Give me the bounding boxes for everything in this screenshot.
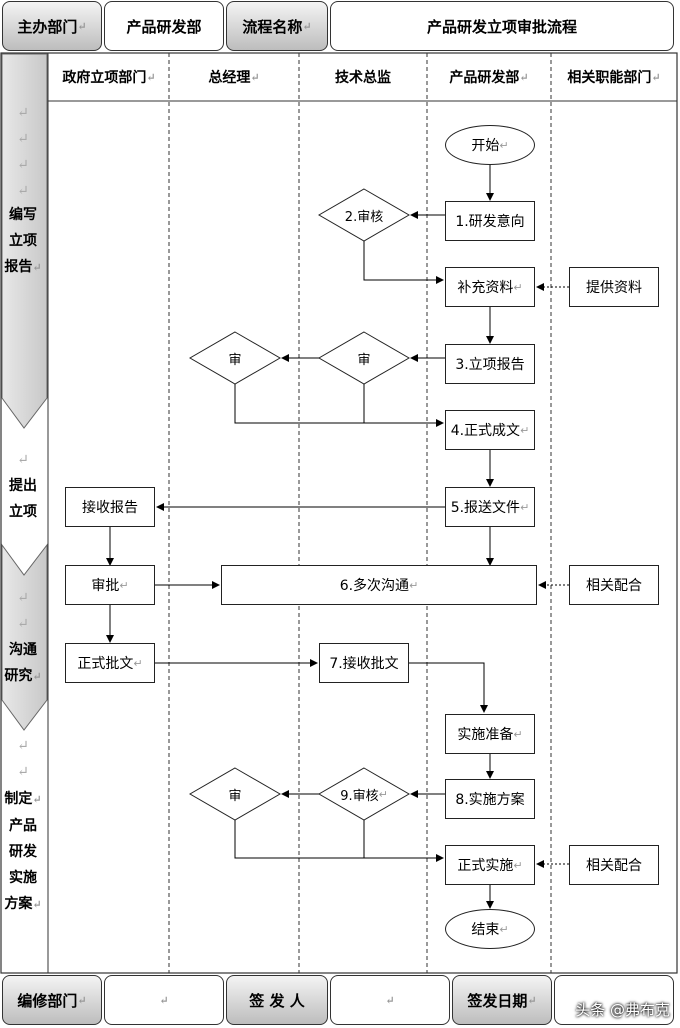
supplement-box: 补充资料↵ [445, 267, 535, 307]
step-1-box: 1.研发意向 [445, 201, 535, 241]
watermark: 头条 @弗布克 [575, 1001, 670, 1019]
start-node: 开始↵ [445, 125, 535, 165]
editor-dept-label: 编修部门↵ [2, 975, 102, 1025]
phase-1-returns: ↵↵↵↵ [17, 105, 29, 199]
step-5-box: 5.报送文件↵ [445, 487, 535, 527]
phase-1-label: 编写立项报告↵ [4, 207, 42, 275]
provide-info-box: 提供资料 [569, 267, 659, 307]
approve-gm-diamond-2: 审 [228, 788, 242, 804]
phase-3-returns: ↵↵ [17, 590, 29, 632]
lane-header-rd: 产品研发部↵ [449, 70, 529, 86]
host-dept-value: 产品研发部 [104, 1, 224, 51]
approve-gm-diamond: 审 [228, 352, 242, 368]
lane-header-cto: 技术总监 [335, 70, 391, 86]
phase-2-return: ↵ [17, 452, 29, 468]
end-node: 结束↵ [445, 909, 535, 949]
process-name-value: 产品研发立项审批流程 [330, 1, 674, 51]
cooperation-box-2: 相关配合 [569, 845, 659, 885]
review-9-diamond: 9.审核↵ [340, 787, 388, 804]
lane-header-gov: 政府立项部门↵ [62, 70, 156, 86]
signer-label: 签 发 人 [226, 975, 328, 1025]
prep-box: 实施准备↵ [445, 714, 535, 754]
process-name-label: 流程名称↵ [226, 1, 328, 51]
formal-approval-box: 正式批文↵ [65, 643, 155, 683]
step-3-box: 3.立项报告 [445, 344, 535, 384]
cooperation-box-1: 相关配合 [569, 565, 659, 605]
step-6-box: 6.多次沟通↵ [221, 565, 537, 605]
lane-header-gm: 总经理↵ [208, 70, 260, 86]
phase-2-label: 提出立项 [9, 478, 37, 520]
issue-date-value [554, 975, 674, 1025]
signer-value: ↵ [330, 975, 450, 1025]
approve-cto-diamond: 审 [357, 352, 371, 368]
phase-4-label: 制定↵产品研发实施方案↵ [4, 791, 42, 912]
step-8-box: 8.实施方案 [445, 779, 535, 819]
lane-header-func: 相关职能部门↵ [567, 70, 661, 86]
formal-implementation-box: 正式实施↵ [445, 845, 535, 885]
host-dept-label: 主办部门↵ [2, 1, 102, 51]
gov-approve-box: 审批↵ [65, 565, 155, 605]
issue-date-label: 签发日期↵ [452, 975, 552, 1025]
editor-dept-value: ↵ [104, 975, 224, 1025]
step-7-box: 7.接收批文 [319, 643, 409, 683]
receive-report-box: 接收报告 [65, 487, 155, 527]
step-4-box: 4.正式成文↵ [445, 410, 535, 450]
phase-4-returns: ↵↵ [17, 738, 29, 780]
phase-3-label: 沟通研究↵ [4, 642, 42, 684]
review-2-diamond: 2.审核 [344, 209, 384, 225]
